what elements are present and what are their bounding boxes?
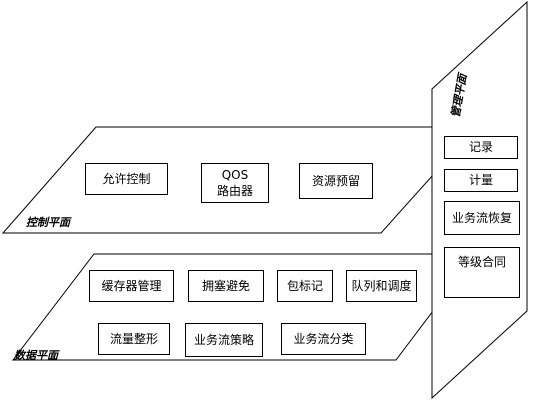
buffer-management-label: 缓存器管理	[101, 278, 162, 293]
service-level-agreement-box: 等级合同	[444, 247, 520, 298]
admission-control-box: 允许控制	[85, 163, 168, 195]
logging-label: 记录	[468, 140, 493, 155]
traffic-recovery-label: 业务流恢复	[451, 210, 512, 225]
queue-scheduling-box: 队列和调度	[346, 270, 417, 302]
qos-router-label: QOS 路由器	[216, 167, 253, 198]
qos-router-box: QOS 路由器	[201, 163, 269, 203]
logging-box: 记录	[444, 136, 518, 159]
traffic-policing-box: 业务流策略	[185, 323, 263, 357]
admission-control-label: 允许控制	[102, 171, 151, 186]
queue-scheduling-label: 队列和调度	[351, 278, 412, 293]
control-plane-label: 控制平面	[26, 216, 70, 229]
buffer-management-box: 缓存器管理	[89, 270, 174, 302]
packet-marking-label: 包标记	[286, 278, 323, 293]
resource-reservation-box: 资源预留	[299, 163, 373, 199]
metering-label: 计量	[468, 173, 493, 188]
congestion-avoidance-box: 拥塞避免	[188, 270, 264, 302]
traffic-recovery-box: 业务流恢复	[444, 201, 520, 235]
packet-marking-box: 包标记	[277, 270, 333, 302]
service-level-agreement-label: 等级合同	[457, 255, 506, 269]
traffic-classification-box: 业务流分类	[281, 323, 366, 355]
traffic-policing-label: 业务流策略	[194, 332, 255, 347]
data-plane-shape	[11, 253, 478, 361]
traffic-classification-label: 业务流分类	[293, 331, 354, 346]
resource-reservation-label: 资源预留	[311, 173, 360, 188]
traffic-shaping-label: 流量整形	[109, 331, 158, 346]
metering-box: 计量	[444, 169, 518, 192]
congestion-avoidance-label: 拥塞避免	[201, 278, 250, 293]
data-plane-label: 数据平面	[14, 349, 58, 362]
control-plane-shape	[1, 126, 478, 234]
management-plane-shape	[431, 0, 528, 400]
traffic-shaping-box: 流量整形	[98, 323, 170, 355]
